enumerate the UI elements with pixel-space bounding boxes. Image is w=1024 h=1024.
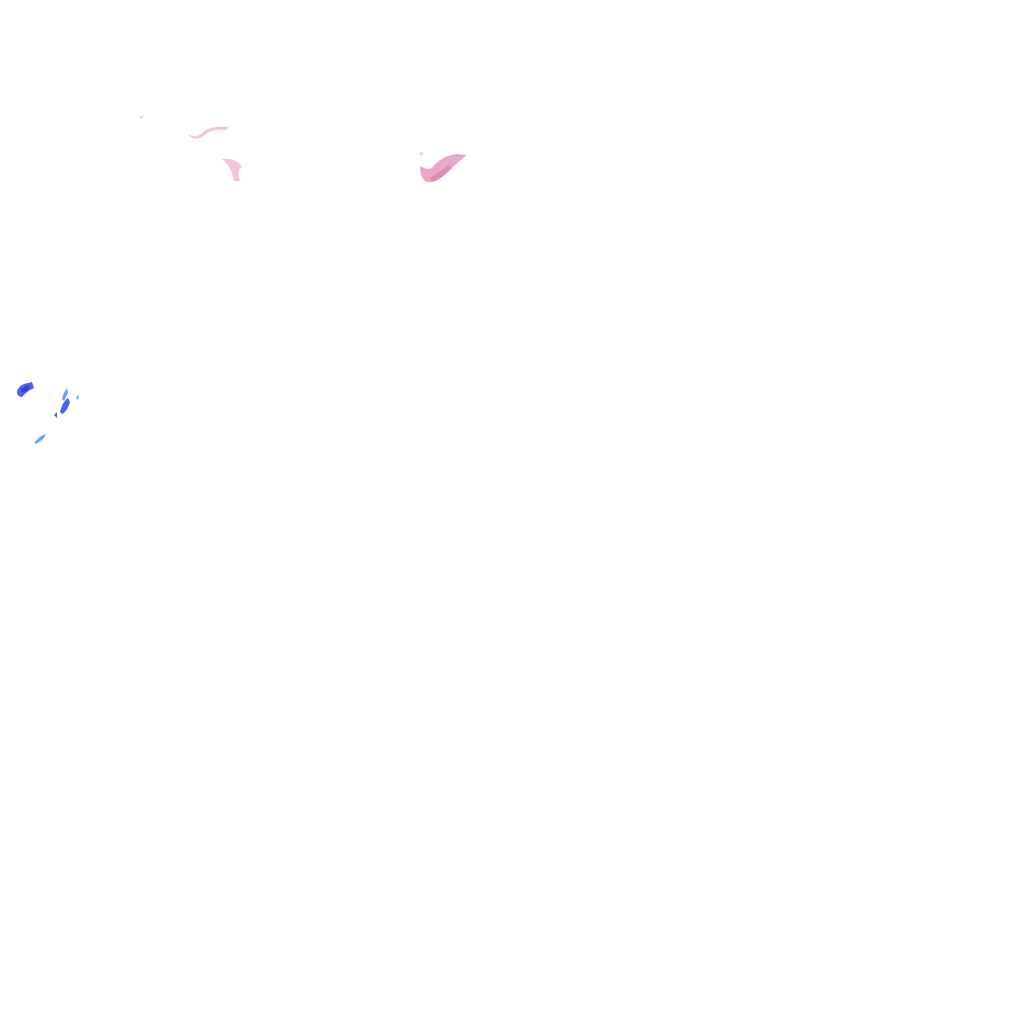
precip-cell-cyan-trace [139, 115, 144, 119]
precip-cell-pink-hook [222, 158, 242, 181]
precip-cell-pink-large [420, 154, 467, 183]
precip-cell-blue-west-core [21, 385, 30, 393]
precip-cell-pink-core [430, 165, 452, 182]
precip-cell-blue-dot [54, 412, 57, 418]
precip-cell-pink-fleck [419, 152, 423, 156]
precip-cell-blue-center [60, 398, 70, 414]
precip-cell-blue-south [35, 434, 46, 444]
precip-cell-pink-arc [187, 126, 229, 139]
precip-cell-blue-fleck [76, 394, 79, 400]
precip-cell-blue-stem [62, 388, 68, 401]
